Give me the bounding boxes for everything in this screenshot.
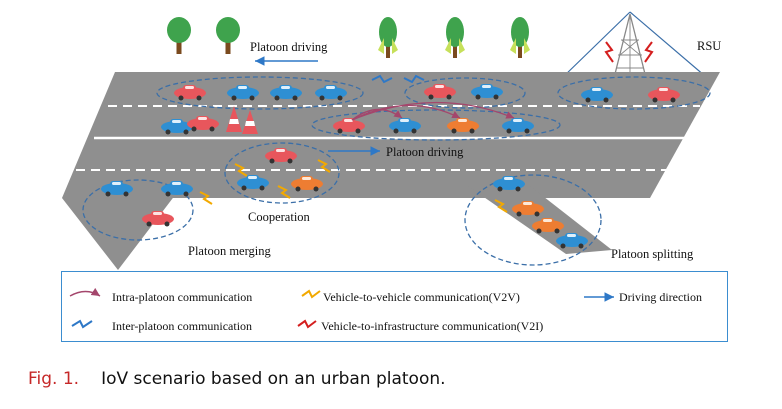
v2v-signal-icons — [199, 159, 508, 213]
road — [62, 72, 720, 270]
legend-v2i-label: Vehicle-to-infrastructure communication(… — [321, 319, 544, 333]
caption-text: IoV scenario based on an urban platoon. — [101, 369, 446, 389]
caption-number: Fig. 1. — [28, 369, 80, 389]
v2v-legend-icon — [301, 289, 321, 299]
rsu-label: RSU — [697, 39, 721, 53]
platoon-driving-mid-label: Platoon driving — [386, 145, 464, 159]
v2i-legend-icon — [297, 319, 317, 329]
traffic-cone-icon — [226, 106, 258, 134]
legend-direction-label: Driving direction — [619, 290, 702, 304]
platoon-merging-label: Platoon merging — [188, 244, 272, 258]
platoon-ellipses — [82, 76, 711, 266]
rsu-tower-icon — [604, 13, 654, 79]
legend-box — [61, 271, 728, 342]
rsu-coverage-lines — [561, 11, 713, 83]
inter-legend-icon — [71, 319, 93, 329]
platoon-splitting-label: Platoon splitting — [611, 247, 694, 261]
intra-platoon-arcs — [351, 101, 515, 121]
tree-group-left — [167, 17, 240, 54]
platoon-driving-top-label: Platoon driving — [250, 40, 328, 54]
intra-legend-arrow-icon — [69, 287, 101, 297]
legend-inter-label: Inter-platoon communication — [112, 319, 253, 333]
inter-platoon-signal-icon — [371, 74, 393, 84]
tree-group-right — [378, 17, 530, 58]
cooperation-label: Cooperation — [248, 210, 311, 224]
figure-caption: Fig. 1. IoV scenario based on an urban pl… — [28, 369, 446, 389]
inter-platoon-signal-icon-2 — [403, 74, 425, 84]
legend-v2v-label: Vehicle-to-vehicle communication(V2V) — [323, 290, 520, 304]
legend-intra-label: Intra-platoon communication — [112, 290, 253, 304]
